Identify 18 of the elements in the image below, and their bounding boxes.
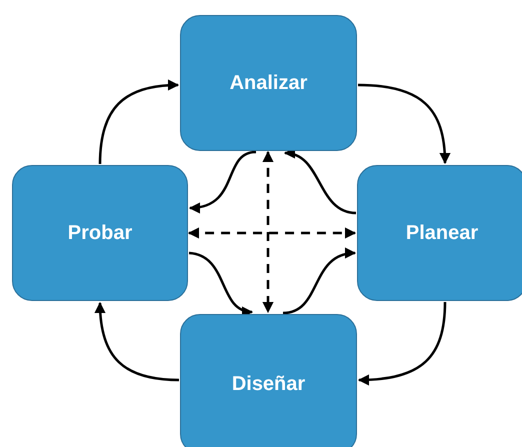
arrow [358, 302, 446, 386]
dashed-arrow [262, 150, 274, 314]
arrow [284, 148, 356, 214]
process-box [180, 15, 357, 151]
process-box [12, 165, 188, 301]
arrow [282, 248, 356, 314]
process-box [180, 314, 357, 447]
arrow [188, 252, 254, 316]
arrow [98, 80, 180, 164]
arrow [188, 150, 256, 213]
arrow [94, 302, 180, 382]
step-label: Planear [406, 222, 478, 244]
step-label: Diseñar [232, 372, 306, 396]
process-box [357, 165, 522, 301]
arrow [358, 84, 450, 164]
step-label: Analizar [230, 72, 308, 94]
dashed-arrow [188, 227, 356, 239]
step-label: Probar [68, 222, 132, 244]
